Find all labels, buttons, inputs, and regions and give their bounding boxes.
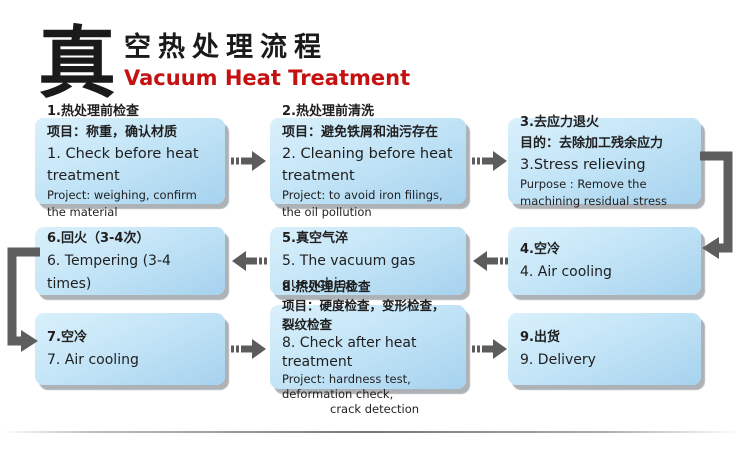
arrow-right-icon bbox=[231, 151, 266, 171]
flow-step-7-air-cooling: 7.空冷 7. Air cooling bbox=[35, 313, 225, 385]
step-en-title: 4. Air cooling bbox=[520, 264, 612, 280]
flow-step-9-delivery: 9.出货 9. Delivery bbox=[508, 313, 701, 385]
step-cn-detail: 项目：称重，确认材质 bbox=[47, 125, 178, 140]
step-en-detail: Purpose : Remove the machining residual … bbox=[520, 177, 668, 208]
step-en-detail: Project: hardness test, deformation chec… bbox=[282, 372, 411, 401]
step-cn-title: 8.热处理后检查 bbox=[282, 279, 371, 294]
step-en-title: 1. Check before heat treatment bbox=[47, 146, 199, 184]
step-cn-title: 6.回火（3-4次） bbox=[47, 230, 150, 246]
step-en-title: 8. Check after heat treatment bbox=[282, 335, 417, 370]
step-cn-title: 5.真空气淬 bbox=[282, 230, 348, 246]
elbow-arrow-down-right-icon bbox=[7, 247, 40, 352]
arrow-left-icon bbox=[232, 251, 267, 271]
step-cn-title: 9.出货 bbox=[520, 330, 560, 345]
step-cn-detail: 项目：硬度检查，变形检查，裂纹检查 bbox=[282, 298, 445, 332]
flow-step-2-cleaning: 2.热处理前清洗 项目：避免铁屑和油污存在 2. Cleaning before… bbox=[270, 104, 466, 219]
step-en-title: 9. Delivery bbox=[520, 352, 596, 368]
flow-step-6-tempering: 6.回火（3-4次） 6. Tempering (3-4 times) bbox=[35, 227, 225, 295]
flow-step-8-check-after: 8.热处理后检查 项目：硬度检查，变形检查，裂纹检查 8. Check afte… bbox=[270, 279, 466, 416]
step-cn-detail: 目的：去除加工残余应力 bbox=[520, 136, 664, 151]
step-en-title: 2. Cleaning before heat treatment bbox=[282, 146, 453, 184]
step-cn-detail: 项目：避免铁屑和油污存在 bbox=[282, 125, 439, 140]
page-title-english: Vacuum Heat Treatment bbox=[124, 66, 411, 90]
bottom-divider-line bbox=[0, 431, 740, 433]
step-cn-title: 3.去应力退火 bbox=[520, 115, 599, 130]
step-cn-title: 2.热处理前清洗 bbox=[282, 104, 374, 119]
arrow-right-icon bbox=[472, 151, 507, 171]
step-en-detail-wrap: crack detection bbox=[330, 402, 420, 416]
step-cn-title: 7.空冷 bbox=[47, 330, 87, 345]
step-en-detail: Project: weighing, confirm the material bbox=[47, 188, 197, 219]
page-header: 真 空热处理流程 Vacuum Heat Treatment bbox=[38, 22, 410, 106]
arrow-right-icon bbox=[472, 339, 507, 359]
step-en-title: 7. Air cooling bbox=[47, 352, 139, 368]
step-en-title: 6. Tempering (3-4 times) bbox=[47, 252, 171, 292]
elbow-arrow-down-left-icon bbox=[700, 151, 733, 259]
flow-step-5-vacuum-gas-quenching: 5.真空气淬 5. The vacuum gas quenching bbox=[270, 227, 466, 295]
flow-step-1-check-before: 1.热处理前检查 项目：称重，确认材质 1. Check before heat… bbox=[35, 104, 225, 219]
step-cn-title: 4.空冷 bbox=[520, 242, 560, 257]
step-en-detail: Project: to avoid iron filings, the oil … bbox=[282, 188, 443, 219]
arrow-right-icon bbox=[231, 339, 266, 359]
page-title-chinese: 空热处理流程 bbox=[124, 32, 329, 63]
arrow-left-icon bbox=[473, 251, 508, 271]
flow-step-3-stress-relieving: 3.去应力退火 目的：去除加工残余应力 3.Stress relieving P… bbox=[508, 115, 701, 208]
step-cn-title: 1.热处理前检查 bbox=[47, 104, 139, 119]
title-big-character: 真 bbox=[38, 19, 117, 109]
flow-step-4-air-cooling: 4.空冷 4. Air cooling bbox=[508, 227, 701, 295]
step-en-title: 5. The vacuum gas quenching bbox=[282, 252, 416, 292]
step-en-title: 3.Stress relieving bbox=[520, 157, 646, 173]
